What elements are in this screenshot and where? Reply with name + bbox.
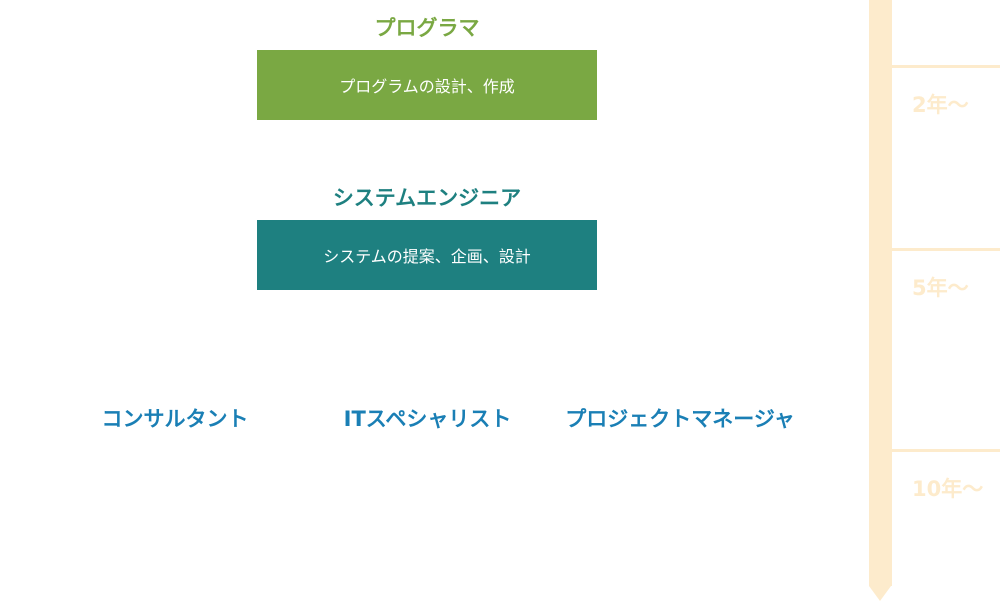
system-engineer-title: システムエンジニア [332,186,522,210]
stage-label-2-years: 2年〜 [912,93,969,117]
career-consultant: コンサルタント [101,407,249,431]
programmer-title: プログラマ [374,16,480,40]
stage-divider-5 [892,248,1000,251]
stage-divider-2 [892,65,1000,68]
career-it-specialist: ITスペシャリスト [343,407,512,431]
stage-divider-10 [892,449,1000,452]
timeline-arrow-icon [869,586,891,601]
system-engineer-description: システムの提案、企画、設計 [323,247,531,266]
programmer-box: プログラムの設計、作成 [257,50,597,120]
stage-label-5-years: 5年〜 [912,276,969,300]
timeline-bar [869,0,892,586]
system-engineer-box: システムの提案、企画、設計 [257,220,597,290]
programmer-description: プログラムの設計、作成 [339,77,515,96]
stage-label-10-years: 10年〜 [912,477,984,501]
career-project-manager: プロジェクトマネージャ [565,407,795,431]
